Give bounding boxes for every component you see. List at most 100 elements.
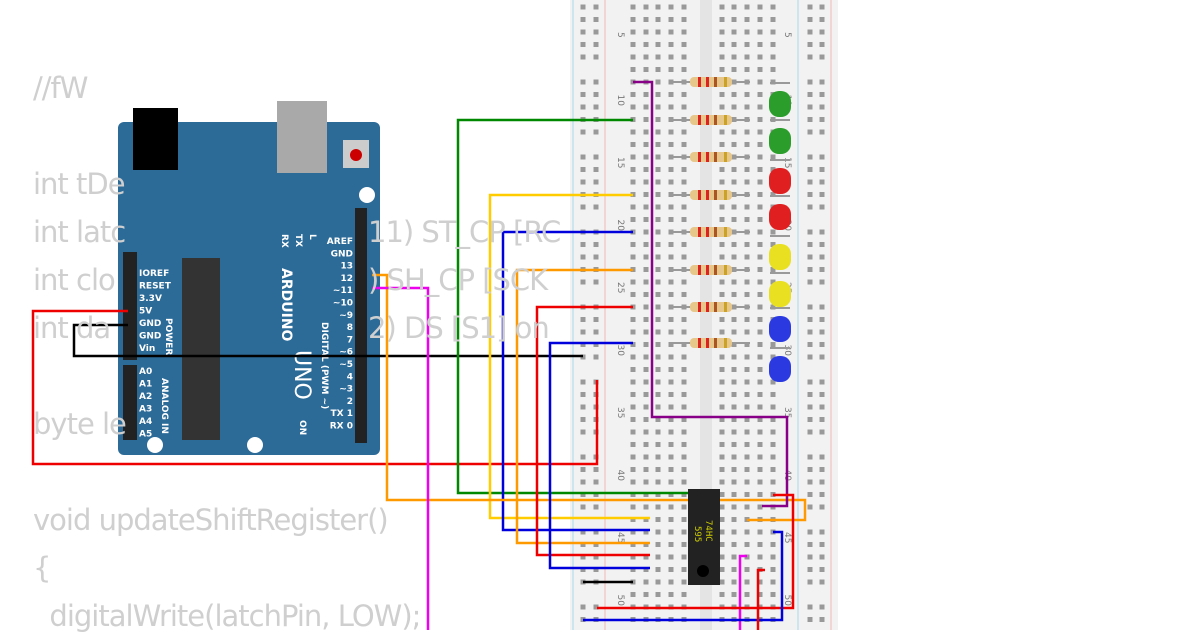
breadboard-hole[interactable] xyxy=(731,542,737,547)
breadboard-hole[interactable] xyxy=(719,167,725,172)
breadboard-hole[interactable] xyxy=(757,167,763,172)
breadboard-hole[interactable] xyxy=(807,454,813,460)
breadboard-hole[interactable] xyxy=(630,354,636,360)
breadboard-hole[interactable] xyxy=(668,442,674,447)
breadboard-hole[interactable] xyxy=(681,67,687,72)
breadboard-hole[interactable] xyxy=(770,542,776,547)
breadboard-hole[interactable] xyxy=(807,392,813,397)
breadboard-hole[interactable] xyxy=(593,29,599,35)
breadboard-hole[interactable] xyxy=(655,129,661,135)
breadboard-hole[interactable] xyxy=(744,542,750,547)
breadboard-hole[interactable] xyxy=(807,429,813,435)
breadboard-hole[interactable] xyxy=(681,217,687,222)
breadboard-hole[interactable] xyxy=(593,54,599,60)
breadboard-hole[interactable] xyxy=(757,79,763,85)
breadboard-hole[interactable] xyxy=(819,379,825,385)
breadboard-hole[interactable] xyxy=(744,54,750,60)
breadboard-hole[interactable] xyxy=(744,42,750,47)
breadboard-hole[interactable] xyxy=(719,254,725,260)
breadboard-hole[interactable] xyxy=(770,417,776,422)
breadboard-hole[interactable] xyxy=(731,179,737,185)
breadboard-hole[interactable] xyxy=(655,354,661,360)
breadboard-hole[interactable] xyxy=(819,392,825,397)
breadboard-hole[interactable] xyxy=(643,567,649,572)
breadboard-hole[interactable] xyxy=(655,554,661,560)
breadboard-hole[interactable] xyxy=(807,467,813,472)
breadboard-hole[interactable] xyxy=(668,217,674,222)
breadboard-hole[interactable] xyxy=(731,529,737,535)
breadboard-hole[interactable] xyxy=(668,204,674,210)
breadboard-hole[interactable] xyxy=(643,467,649,472)
breadboard-hole[interactable] xyxy=(580,529,586,535)
breadboard-hole[interactable] xyxy=(731,217,737,222)
breadboard-hole[interactable] xyxy=(681,554,687,560)
breadboard-hole[interactable] xyxy=(819,542,825,547)
breadboard-hole[interactable] xyxy=(757,267,763,272)
breadboard-hole[interactable] xyxy=(819,254,825,260)
breadboard-hole[interactable] xyxy=(744,179,750,185)
breadboard-hole[interactable] xyxy=(681,4,687,10)
led[interactable] xyxy=(769,159,791,194)
breadboard-hole[interactable] xyxy=(719,542,725,547)
breadboard-hole[interactable] xyxy=(655,367,661,372)
breadboard-hole[interactable] xyxy=(580,204,586,210)
breadboard-hole[interactable] xyxy=(630,517,636,522)
breadboard-hole[interactable] xyxy=(655,529,661,535)
breadboard-hole[interactable] xyxy=(681,204,687,210)
breadboard-hole[interactable] xyxy=(630,417,636,422)
breadboard-hole[interactable] xyxy=(580,242,586,247)
breadboard-hole[interactable] xyxy=(630,392,636,397)
breadboard-hole[interactable] xyxy=(643,217,649,222)
breadboard-hole[interactable] xyxy=(719,517,725,522)
breadboard-hole[interactable] xyxy=(630,317,636,322)
breadboard-hole[interactable] xyxy=(668,54,674,60)
breadboard-hole[interactable] xyxy=(819,317,825,322)
breadboard-hole[interactable] xyxy=(668,417,674,422)
breadboard-hole[interactable] xyxy=(593,529,599,535)
breadboard-hole[interactable] xyxy=(807,379,813,385)
resistor[interactable] xyxy=(672,338,750,348)
breadboard-hole[interactable] xyxy=(580,504,586,510)
breadboard-hole[interactable] xyxy=(580,154,586,160)
breadboard-hole[interactable] xyxy=(744,204,750,210)
breadboard-hole[interactable] xyxy=(770,354,776,360)
breadboard-hole[interactable] xyxy=(757,254,763,260)
breadboard-hole[interactable] xyxy=(744,592,750,597)
breadboard-hole[interactable] xyxy=(819,304,825,310)
breadboard-hole[interactable] xyxy=(668,142,674,147)
breadboard-hole[interactable] xyxy=(681,592,687,597)
wire-red-5v[interactable] xyxy=(31,309,599,466)
breadboard-hole[interactable] xyxy=(668,17,674,22)
breadboard-hole[interactable] xyxy=(770,454,776,460)
breadboard-hole[interactable] xyxy=(655,267,661,272)
breadboard-hole[interactable] xyxy=(731,67,737,72)
breadboard-hole[interactable] xyxy=(744,167,750,172)
breadboard-hole[interactable] xyxy=(681,242,687,247)
breadboard-hole[interactable] xyxy=(593,104,599,110)
breadboard-hole[interactable] xyxy=(719,454,725,460)
breadboard-hole[interactable] xyxy=(681,517,687,522)
breadboard-hole[interactable] xyxy=(630,242,636,247)
breadboard-hole[interactable] xyxy=(770,479,776,485)
breadboard-hole[interactable] xyxy=(580,417,586,422)
breadboard-hole[interactable] xyxy=(643,454,649,460)
breadboard-hole[interactable] xyxy=(757,392,763,397)
breadboard-hole[interactable] xyxy=(655,592,661,597)
breadboard-hole[interactable] xyxy=(757,529,763,535)
breadboard-hole[interactable] xyxy=(807,79,813,85)
breadboard-hole[interactable] xyxy=(630,42,636,47)
breadboard-hole[interactable] xyxy=(807,4,813,10)
breadboard-hole[interactable] xyxy=(643,354,649,360)
wire-orange[interactable] xyxy=(515,268,650,545)
breadboard-hole[interactable] xyxy=(580,54,586,60)
breadboard-hole[interactable] xyxy=(757,354,763,360)
breadboard-hole[interactable] xyxy=(744,329,750,335)
breadboard-hole[interactable] xyxy=(719,504,725,510)
breadboard-hole[interactable] xyxy=(807,529,813,535)
breadboard-hole[interactable] xyxy=(757,379,763,385)
breadboard-hole[interactable] xyxy=(757,542,763,547)
breadboard-hole[interactable] xyxy=(731,4,737,10)
breadboard-hole[interactable] xyxy=(668,104,674,110)
breadboard-hole[interactable] xyxy=(731,492,737,497)
breadboard-hole[interactable] xyxy=(580,329,586,335)
